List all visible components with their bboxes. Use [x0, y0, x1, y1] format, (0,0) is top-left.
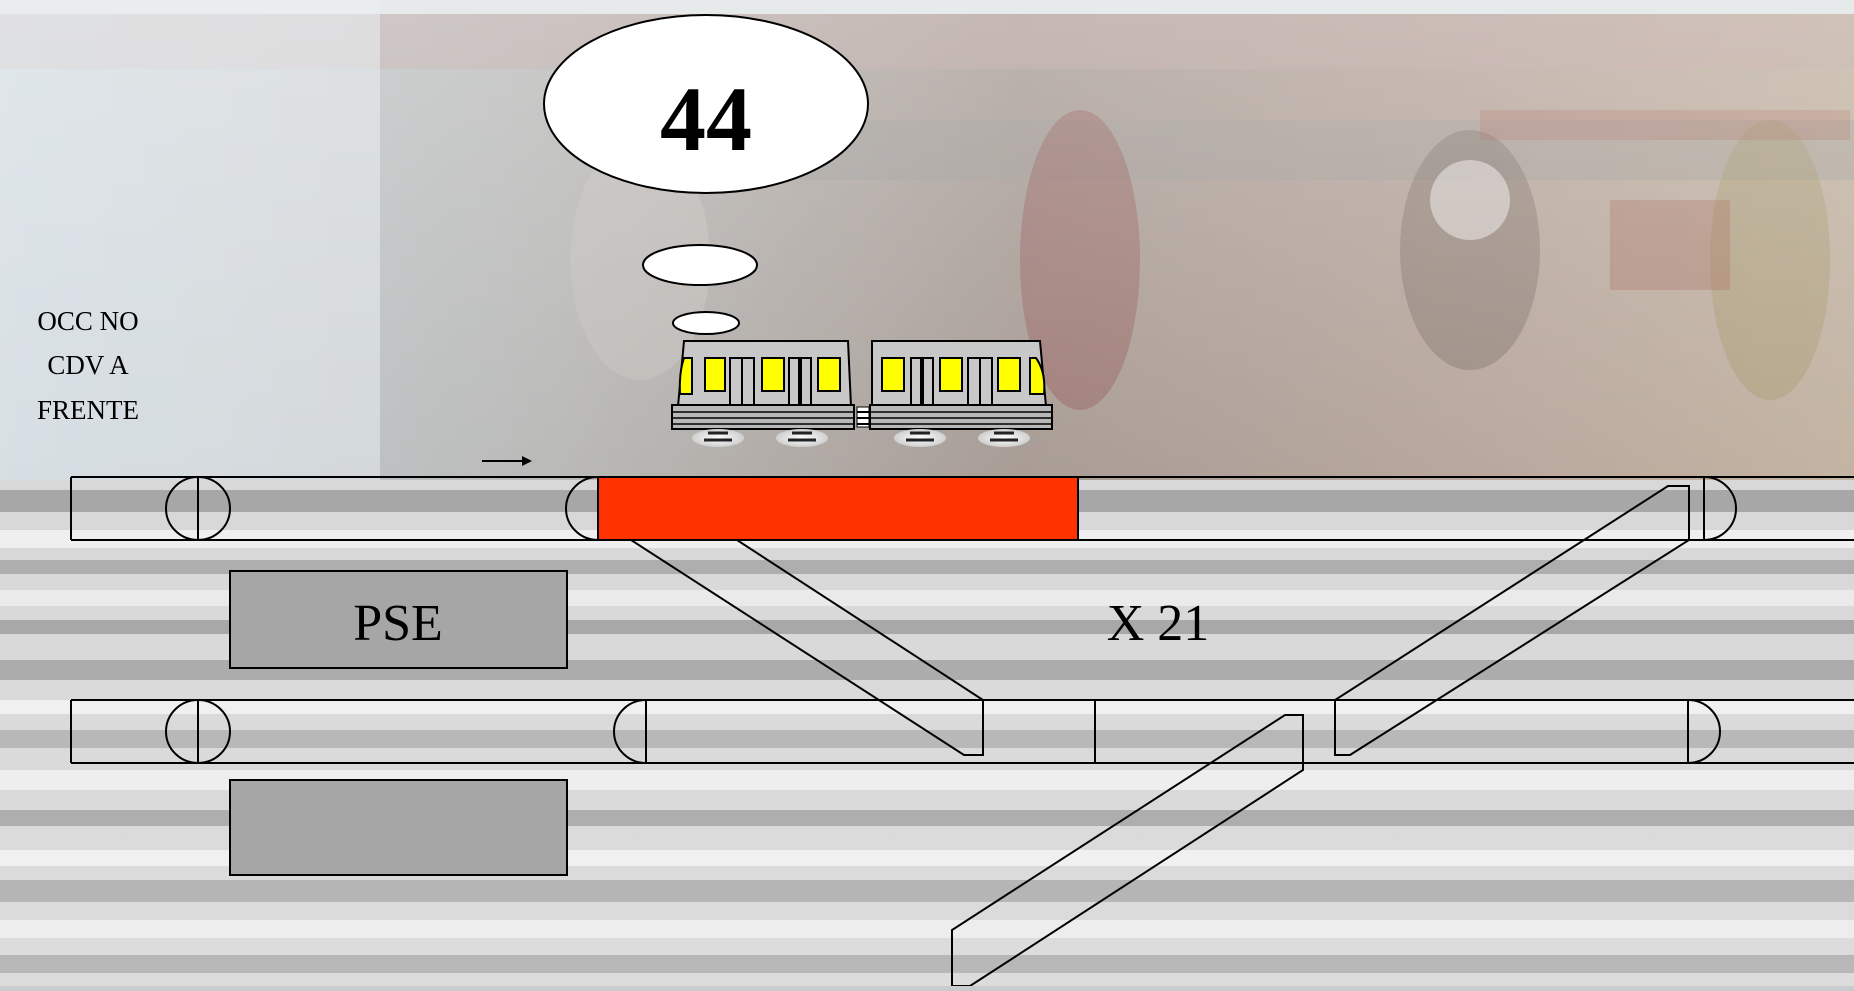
side-label-line3: FRENTE — [37, 395, 139, 425]
signal-marker — [1703, 476, 1737, 541]
crossover-right — [1334, 485, 1690, 756]
side-label-line2: CDV A — [47, 350, 129, 380]
side-label-line1: OCC NO — [37, 306, 138, 336]
train-car-1 — [671, 340, 855, 447]
pse-label: PSE — [353, 595, 443, 652]
thought-bubble: 44 — [543, 14, 869, 335]
bubble-dot-medium — [642, 244, 758, 286]
train-coupling — [856, 406, 870, 428]
bubble-main — [543, 14, 869, 194]
pse-panel: PSE — [229, 570, 568, 669]
signal-marker — [565, 476, 599, 541]
signal-marker — [165, 699, 231, 764]
side-label: OCC NO CDV A FRENTE — [37, 306, 139, 425]
blank-panel — [229, 779, 568, 876]
signal-marker — [1687, 699, 1721, 764]
arrow-right-icon — [482, 456, 532, 466]
signal-marker — [165, 476, 231, 541]
upper-track — [70, 476, 1854, 541]
bubble-dot-small — [672, 311, 740, 335]
train-number: 44 — [660, 68, 752, 170]
crossover-left — [627, 539, 984, 756]
train-car-2 — [869, 340, 1053, 447]
switch-label: X 21 — [1107, 595, 1210, 652]
occupied-track-segment — [597, 476, 1079, 541]
train-icon — [671, 340, 1053, 447]
signal-marker — [613, 699, 647, 764]
lower-track — [70, 699, 1854, 764]
